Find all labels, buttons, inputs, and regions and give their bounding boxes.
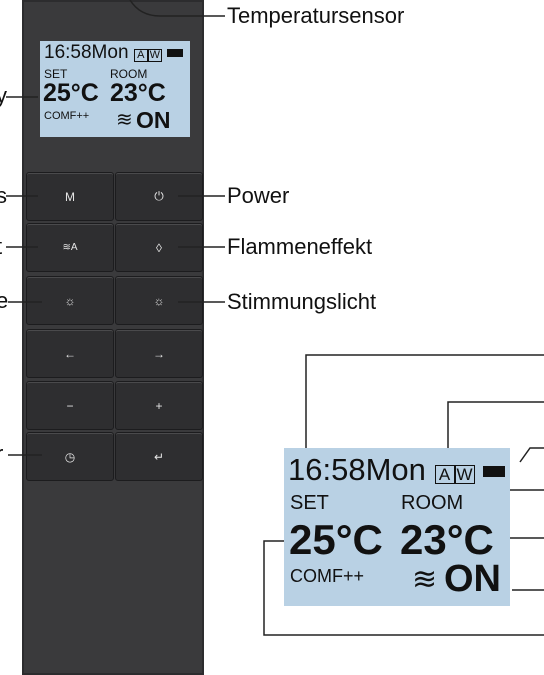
minus-button[interactable]: − [26,381,114,430]
lcd-heat-state: ON [136,107,171,133]
large-lcd-room-temp: 23°C [400,516,494,563]
lcd-time: 16:58 [44,42,92,63]
large-mode-w-icon: W [454,465,475,484]
mode-a-icon: A [133,49,148,62]
light-button[interactable]: ☼ [26,276,114,325]
large-lcd-set-temp: 25°C [289,516,383,563]
left-label-fragment-4: e [0,288,9,313]
lcd-comfort: COMF++ [44,110,90,122]
lcd-day: Mon [91,42,129,63]
mood-light-label: Stimmungslicht [227,289,377,314]
large-lcd-heat-state: ON [444,558,501,600]
left-label-fragment-5: r [0,441,3,467]
large-lcd-room-label: ROOM [401,492,464,514]
large-lcd-time: 16:58 [288,452,366,487]
mode-w-icon: W [147,49,162,62]
left-arrow-button[interactable]: ← [26,329,114,378]
mood-light-button[interactable]: ☼ [115,276,203,325]
large-lcd-set-label: SET [290,492,329,514]
left-label-fragment-1: y [0,83,7,108]
lcd-set-label: SET [44,67,68,81]
left-label-fragment-2: s [0,183,7,208]
lcd-room-label: ROOM [110,67,148,81]
large-lcd-day: Mon [365,452,426,487]
large-battery-icon [483,466,506,478]
large-mode-a-icon: A [434,465,455,484]
lcd-heat-icon: ≋ [116,109,133,131]
mode-button[interactable]: M [26,172,114,221]
temperature-sensor-label: Temperatursensor [227,3,405,28]
enter-button[interactable]: ↵ [115,432,203,481]
large-lcd-heat-icon: ≋ [412,563,438,596]
power-label: Power [227,183,290,208]
battery-icon [167,48,184,57]
lcd-room-temp: 23°C [110,79,166,107]
timer-button[interactable]: ◷ [26,432,114,481]
flame-effect-label: Flammeneffekt [227,234,373,259]
right-arrow-button[interactable]: → [115,329,203,378]
lcd-set-temp: 25°C [43,79,99,107]
large-lcd-comfort: COMF++ [290,566,365,586]
left-label-fragment-3: t [0,234,2,260]
plus-button[interactable]: + [115,381,203,430]
heat-auto-button[interactable]: ≋A [26,223,114,272]
